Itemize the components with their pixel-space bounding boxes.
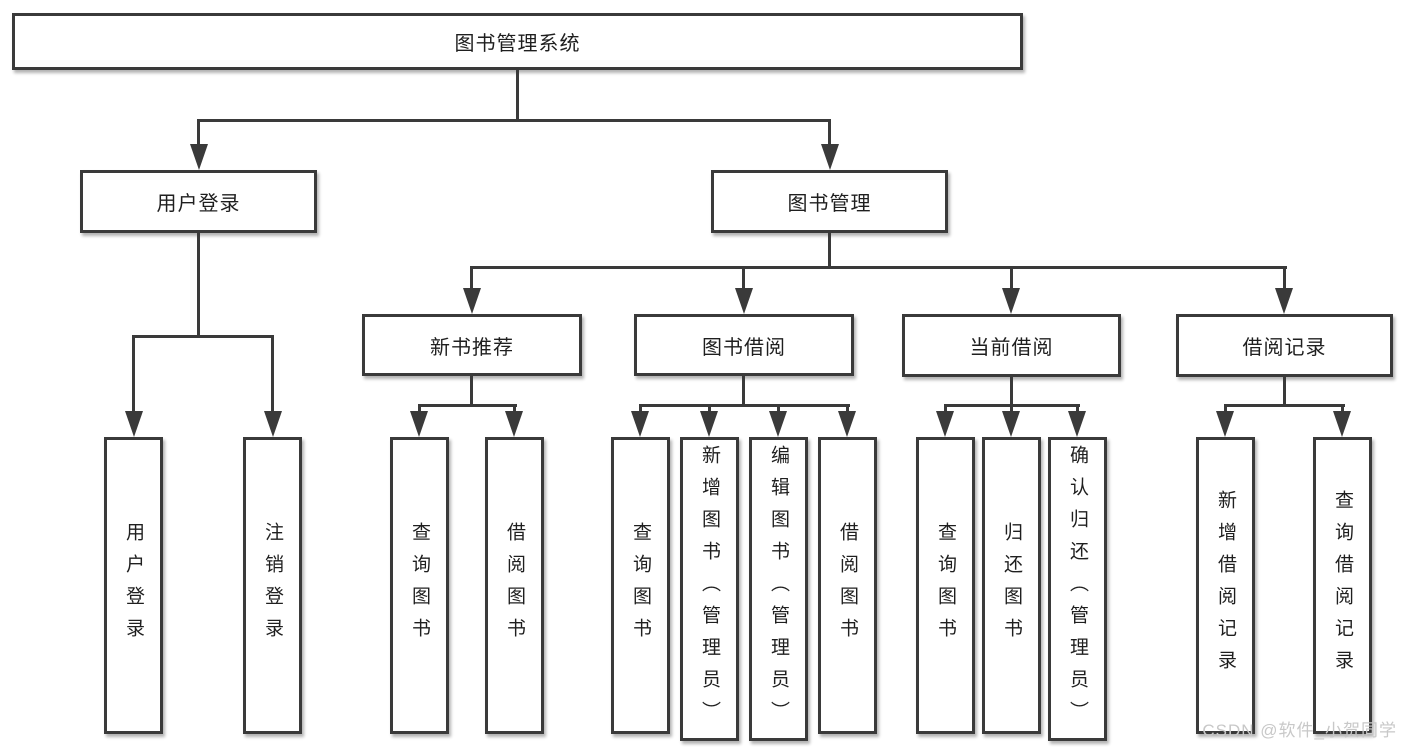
edge-stem xyxy=(1283,266,1286,290)
leaf-add-books-admin: 新增图书（管理员） xyxy=(680,437,739,741)
arrowhead xyxy=(821,144,839,170)
edge-stem xyxy=(1010,404,1013,413)
arrowhead xyxy=(1002,411,1020,437)
arrowhead xyxy=(1002,288,1020,314)
edge-bar xyxy=(639,404,850,407)
leaf-borrow-books-borrowing: 借阅图书 xyxy=(818,437,877,734)
arrowhead xyxy=(769,411,787,437)
arrowhead xyxy=(936,411,954,437)
arrowhead xyxy=(463,288,481,314)
edge-trunk xyxy=(516,70,519,122)
leaf-add-borrow-record: 新增借阅记录 xyxy=(1196,437,1255,734)
node-borrowing-records: 借阅记录 xyxy=(1176,314,1393,377)
edge-stem xyxy=(470,266,473,290)
edge-stem xyxy=(197,119,200,146)
arrowhead xyxy=(1275,288,1293,314)
edge-bar xyxy=(418,404,517,407)
node-user-login: 用户登录 xyxy=(80,170,317,233)
edge-bar xyxy=(197,119,831,122)
arrowhead xyxy=(505,411,523,437)
edge-bar xyxy=(132,335,274,338)
leaf-edit-books-admin: 编辑图书（管理员） xyxy=(749,437,808,741)
edge-trunk xyxy=(742,376,745,407)
edge-bar xyxy=(470,266,1287,269)
edge-stem xyxy=(132,335,135,413)
edge-stem xyxy=(846,404,849,413)
edge-stem xyxy=(742,266,745,290)
leaf-query-books-recommend: 查询图书 xyxy=(390,437,449,734)
node-book-management: 图书管理 xyxy=(711,170,948,233)
leaf-query-books-borrowing: 查询图书 xyxy=(611,437,670,734)
edge-stem xyxy=(1010,266,1013,290)
arrowhead xyxy=(735,288,753,314)
edge-stem xyxy=(418,404,421,413)
leaf-return-books: 归还图书 xyxy=(982,437,1041,734)
edge-stem xyxy=(1341,404,1344,413)
leaf-borrow-books-recommend: 借阅图书 xyxy=(485,437,544,734)
leaf-confirm-return-admin: 确认归还（管理员） xyxy=(1048,437,1107,741)
arrowhead xyxy=(125,411,143,437)
edge-stem xyxy=(513,404,516,413)
edge-trunk xyxy=(1010,377,1013,407)
edge-stem xyxy=(1076,404,1079,413)
arrowhead xyxy=(1068,411,1086,437)
csdn-watermark: CSDN @软件_小贺同学 xyxy=(1202,721,1397,740)
edge-stem xyxy=(777,404,780,413)
arrowhead xyxy=(700,411,718,437)
leaf-query-books-current: 查询图书 xyxy=(916,437,975,734)
leaf-query-borrow-record: 查询借阅记录 xyxy=(1313,437,1372,734)
leaf-user-login: 用户登录 xyxy=(104,437,163,734)
arrowhead xyxy=(410,411,428,437)
edge-stem xyxy=(639,404,642,413)
edge-trunk xyxy=(828,233,831,269)
edge-stem xyxy=(944,404,947,413)
leaf-logout: 注销登录 xyxy=(243,437,302,734)
edge-trunk xyxy=(197,233,200,338)
edge-stem xyxy=(271,335,274,413)
edge-trunk xyxy=(1283,377,1286,407)
arrowhead xyxy=(1216,411,1234,437)
edge-trunk xyxy=(470,376,473,407)
arrowhead xyxy=(264,411,282,437)
arrowhead xyxy=(190,144,208,170)
edge-stem xyxy=(1224,404,1227,413)
edge-bar xyxy=(1224,404,1345,407)
node-new-book-recommendation: 新书推荐 xyxy=(362,314,582,376)
node-book-borrowing: 图书借阅 xyxy=(634,314,854,376)
edge-stem xyxy=(708,404,711,413)
arrowhead xyxy=(631,411,649,437)
edge-stem xyxy=(828,119,831,146)
arrowhead xyxy=(1333,411,1351,437)
node-library-system: 图书管理系统 xyxy=(12,13,1023,70)
node-current-borrowing: 当前借阅 xyxy=(902,314,1121,377)
arrowhead xyxy=(838,411,856,437)
